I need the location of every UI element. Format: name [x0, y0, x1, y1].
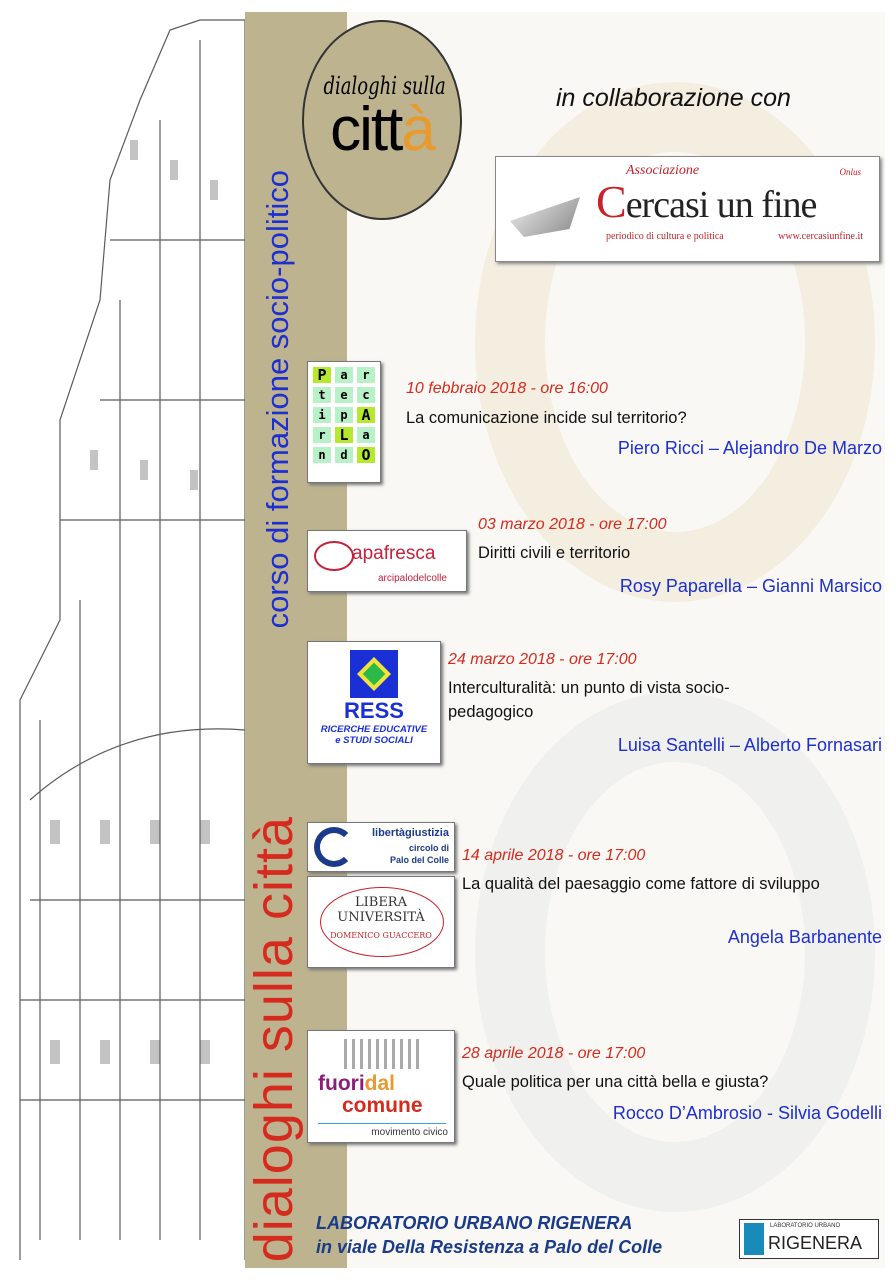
partner-name: Cercasi un fine	[596, 176, 817, 227]
vertical-subtitle: corso di formazione socio-politico	[260, 169, 295, 628]
event-title: Diritti civili e territorio	[478, 544, 631, 562]
event-date: 14 aprile 2018 - ore 17:00	[462, 847, 646, 864]
footer-address: in viale Della Resistenza a Palo del Col…	[316, 1237, 663, 1257]
logo-letter: L	[335, 427, 353, 443]
vertical-title: dialoghi sulla città	[244, 815, 304, 1262]
dialoghi-logo: dialoghi sulla città	[302, 20, 462, 220]
collab-text: in collaborazione con	[556, 84, 791, 112]
partner-url: www.cercasiunfine.it	[778, 231, 863, 242]
event-title: La comunicazione incide sul territorio?	[406, 409, 687, 427]
logo-letter: O	[357, 447, 375, 463]
logo-letter: p	[335, 407, 353, 423]
logo-line1: dialoghi sulla	[323, 72, 446, 100]
logo-letter: t	[313, 387, 331, 403]
event-date: 24 marzo 2018 - ore 17:00	[448, 651, 637, 668]
rigenera-r-icon	[744, 1223, 764, 1255]
libertagiustizia-logo: libertàgiustizia circolo di Palo del Col…	[307, 822, 455, 872]
event-title: Interculturalità: un punto di vista soci…	[448, 679, 730, 721]
fuoridalcomune-logo: fuoridal comune movimento civico	[307, 1030, 455, 1143]
logo-letter: n	[313, 447, 331, 463]
event-title: La qualità del paesaggio come fattore di…	[462, 875, 820, 893]
logo-letter: r	[357, 367, 375, 383]
event-speakers: Piero Ricci – Alejandro De Marzo	[617, 438, 882, 458]
ress-logo: RESS RICERCHE EDUCATIVE e STUDI SOCIALI	[307, 641, 441, 764]
cercasi-logo: Associazione Onlus Cercasi un fine perio…	[495, 156, 880, 262]
logo-letter: e	[335, 387, 353, 403]
logo-letter: P	[313, 367, 331, 383]
logo-letter: a	[357, 427, 375, 443]
event-date: 28 aprile 2018 - ore 17:00	[462, 1045, 646, 1062]
logo-letter: c	[357, 387, 375, 403]
logo-line2: città	[330, 95, 436, 164]
event-speakers: Luisa Santelli – Alberto Fornasari	[617, 735, 882, 755]
logo-letter: i	[313, 407, 331, 423]
capafresca-logo: apafresca arcipalodelcolle	[307, 530, 467, 592]
watermark-shape	[475, 692, 875, 1212]
logo-letter: A	[357, 407, 375, 423]
event-date: 10 febbraio 2018 - ore 16:00	[406, 380, 608, 397]
event-speakers: Rosy Paparella – Gianni Marsico	[619, 576, 882, 596]
partner-onlus: Onlus	[839, 167, 861, 177]
libera-universita-logo: LIBERA UNIVERSITÀ DOMENICO GUACCERO	[307, 876, 455, 968]
event-speakers: Angela Barbanente	[727, 927, 882, 947]
event-title: Quale politica per una città bella e giu…	[462, 1073, 769, 1091]
partner-tagline: periodico di cultura e politica	[606, 231, 724, 242]
logo-letter: a	[335, 367, 353, 383]
rigenera-logo: LABORATORIO URBANO RIGENERA	[739, 1219, 879, 1259]
paper-boat-icon	[510, 197, 580, 237]
event-speakers: Rocco D’Ambrosio - Silvia Godelli	[612, 1103, 882, 1123]
event-date: 03 marzo 2018 - ore 17:00	[478, 516, 667, 533]
building-sketch	[19, 19, 246, 1260]
logo-letter: r	[313, 427, 331, 443]
partner-assoc: Associazione	[626, 163, 700, 178]
logo-letter: d	[335, 447, 353, 463]
footer-venue: LABORATORIO URBANO RIGENERA	[316, 1213, 633, 1233]
